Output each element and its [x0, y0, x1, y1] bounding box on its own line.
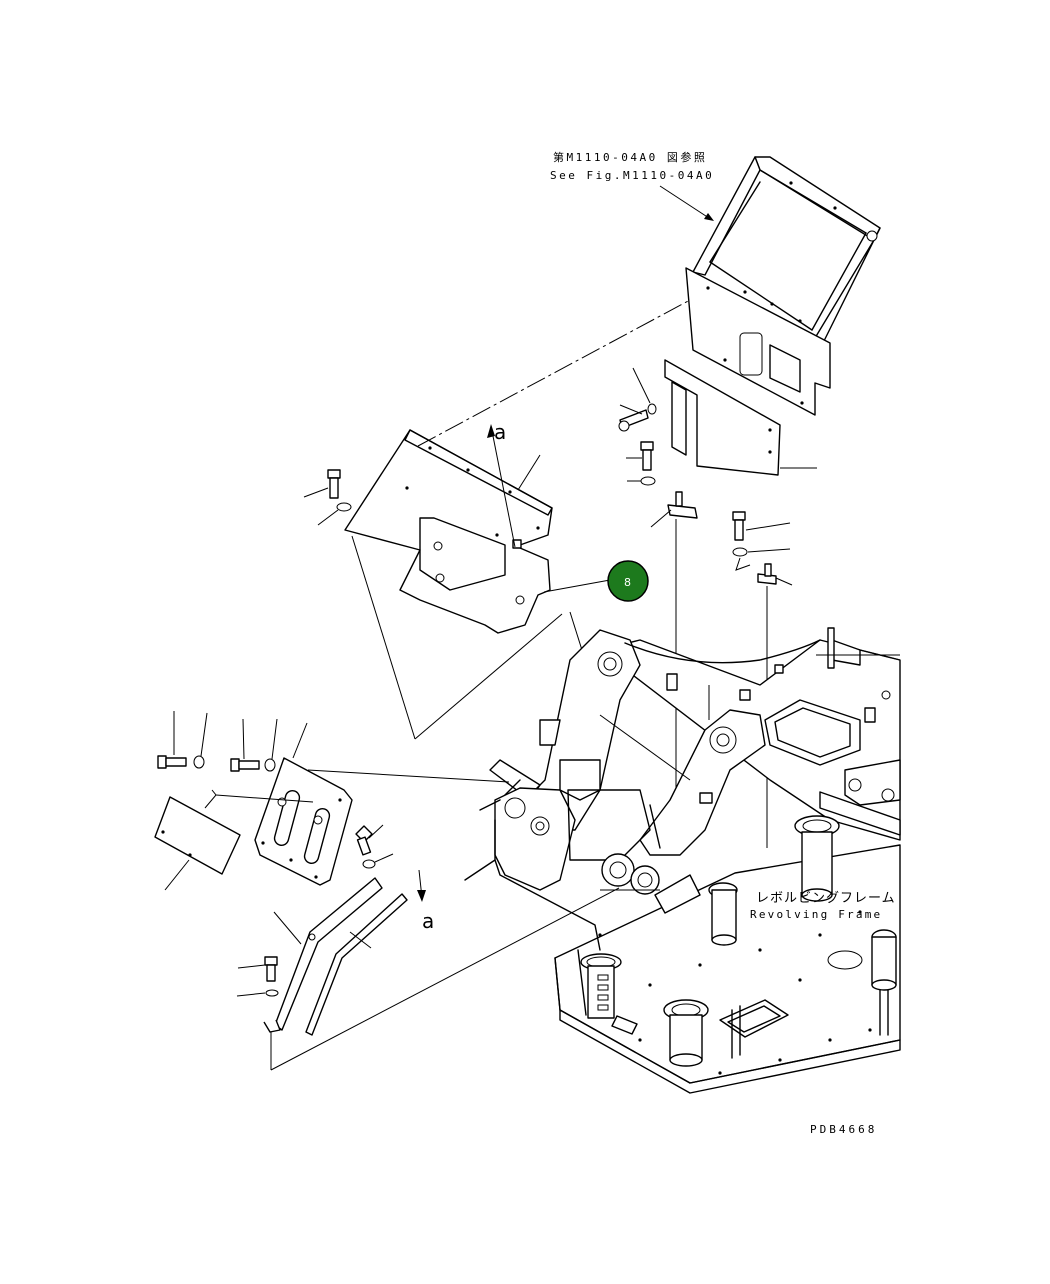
hotspot-leader [543, 579, 611, 593]
bracket-small-1 [650, 491, 698, 796]
long-bracket-2 [305, 893, 408, 1036]
upper-frame [692, 156, 881, 346]
bolt-6 [230, 718, 260, 772]
bolt-7 [355, 824, 384, 856]
bolt-5 [157, 711, 187, 769]
middle-plate [664, 359, 817, 476]
washer-7 [362, 853, 394, 869]
reference-en: See Fig.M1110-04A0 [550, 169, 714, 182]
view-arrow-top-head [487, 424, 495, 438]
slotted-bracket [204, 722, 510, 886]
view-marker-top: a [494, 420, 506, 444]
cover-plate [344, 429, 553, 634]
drawing-code: PDB4668 [810, 1123, 877, 1136]
washer-3 [732, 547, 791, 557]
hotspot-8[interactable]: 8 [607, 560, 649, 602]
cylinder-1 [794, 815, 840, 902]
bracket-leader-diagonal [270, 887, 620, 1071]
view-arrow-bottom-head [417, 890, 426, 902]
washer-4 [317, 502, 352, 526]
reference-leader [659, 185, 713, 221]
reference-jp: 第M1110-04A0 図参照 [553, 150, 707, 164]
bolt-3 [732, 511, 791, 541]
small-cover-plate [154, 796, 241, 891]
revolving-frame [464, 627, 901, 1094]
frame-label-en: Revolving Frame [750, 908, 882, 921]
washer-2 [627, 476, 656, 486]
frame-label-jp: レボルビングフレーム [756, 891, 896, 906]
cylinder-5 [663, 999, 709, 1067]
hotspot-circle[interactable] [607, 560, 649, 602]
bolt-8 [237, 956, 278, 982]
cylinder-2 [708, 882, 738, 946]
cylinder-4 [580, 953, 638, 1035]
long-bracket-1 [273, 877, 383, 1031]
cover-leader-right [414, 613, 563, 740]
hotspot-label[interactable]: 8 [624, 576, 631, 589]
reference-arrowhead [704, 213, 714, 221]
reference-line-upper [417, 299, 691, 447]
view-marker-bottom: a [422, 909, 434, 933]
leader-frame-1 [599, 714, 691, 781]
bracket-tab [263, 1019, 281, 1033]
bolt-2 [626, 441, 654, 471]
bolt-4 [303, 469, 341, 499]
washer-5 [193, 712, 208, 769]
washer-1 [632, 367, 657, 415]
cylinder-3 [871, 929, 897, 1036]
upper-plate [685, 267, 831, 416]
washer-8 [236, 989, 279, 997]
washer-6 [264, 718, 278, 772]
view-arrow-top-line [490, 425, 516, 548]
bolt-1 [618, 404, 649, 432]
cover-leader-left [351, 535, 416, 740]
